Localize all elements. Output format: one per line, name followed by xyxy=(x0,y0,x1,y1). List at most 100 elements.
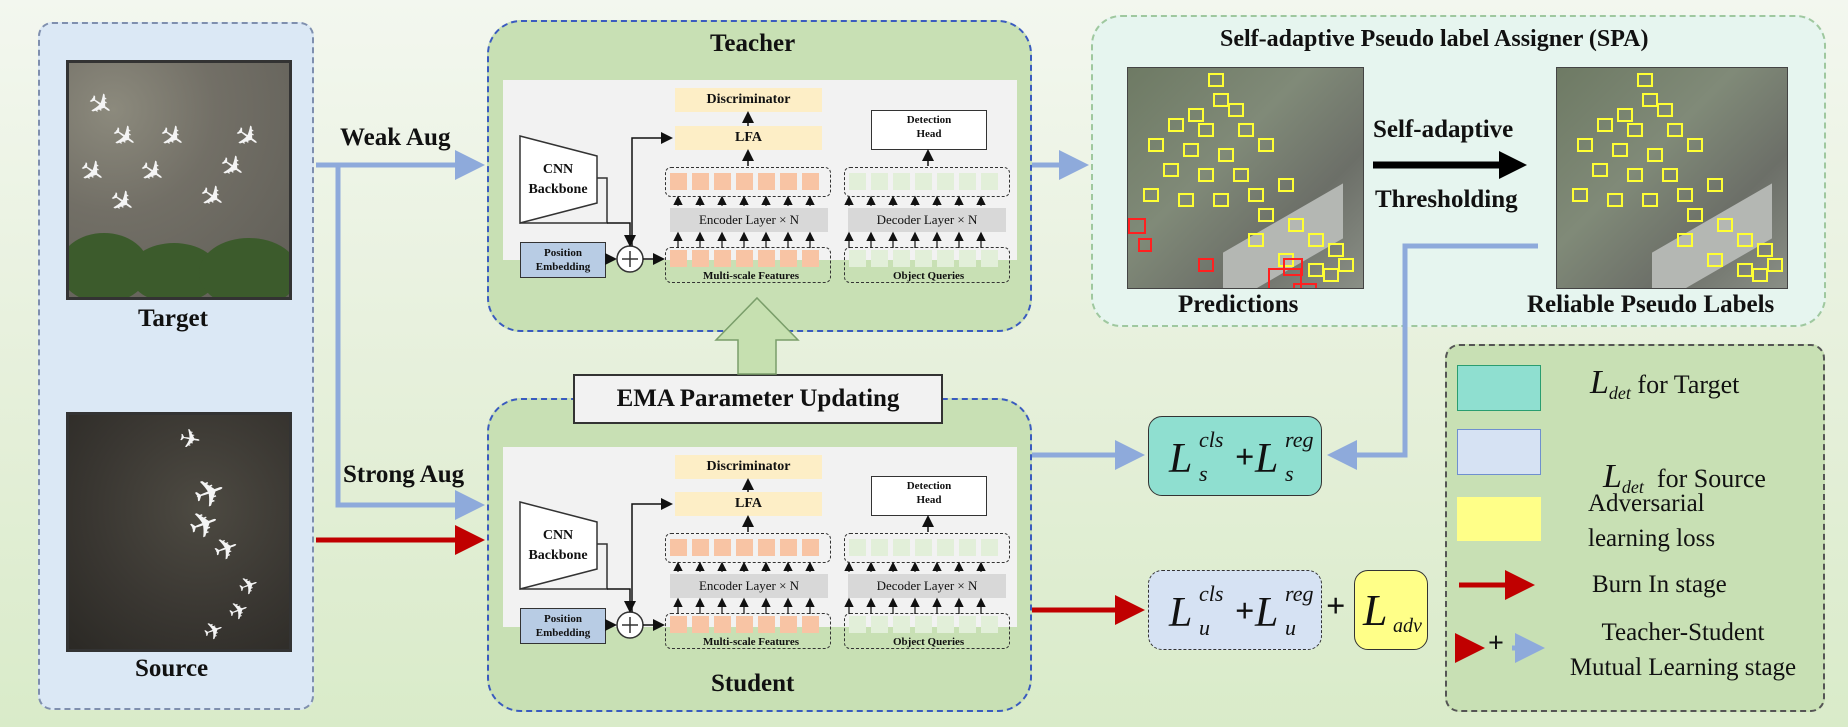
encoder-layer-block: Encoder Layer × N xyxy=(670,574,828,598)
feature-token xyxy=(758,616,775,633)
loss-superscript-cls: cls xyxy=(1199,581,1224,606)
yellow-bbox xyxy=(1627,123,1643,137)
query-token xyxy=(871,173,888,190)
feature-token xyxy=(692,616,709,633)
yellow-bbox xyxy=(1248,233,1264,247)
discriminator-block: Discriminator xyxy=(675,88,822,112)
query-token xyxy=(849,250,866,267)
feature-token xyxy=(758,539,775,556)
yellow-bbox xyxy=(1677,233,1693,247)
adversarial-loss: L adv xyxy=(1354,570,1428,650)
feature-token xyxy=(714,250,731,267)
yellow-bbox xyxy=(1278,253,1294,267)
query-token xyxy=(849,616,866,633)
position-embedding-line1: Position xyxy=(544,247,582,259)
feature-token xyxy=(802,616,819,633)
position-embedding-block: Position Embedding xyxy=(520,608,606,644)
yellow-bbox xyxy=(1278,178,1294,192)
query-token xyxy=(959,250,976,267)
feature-token xyxy=(780,539,797,556)
yellow-bbox xyxy=(1737,233,1753,247)
yellow-bbox xyxy=(1642,193,1658,207)
legend-swatch-source xyxy=(1457,429,1541,475)
feature-token xyxy=(670,173,687,190)
query-token xyxy=(893,173,910,190)
feature-token xyxy=(670,250,687,267)
query-token xyxy=(937,250,954,267)
loss-superscript-cls: cls xyxy=(1199,427,1224,452)
query-token xyxy=(937,539,954,556)
yellow-bbox xyxy=(1338,258,1354,272)
red-bbox xyxy=(1268,268,1302,288)
yellow-bbox xyxy=(1198,168,1214,182)
teacher-title: Teacher xyxy=(710,30,796,57)
yellow-bbox xyxy=(1642,93,1658,107)
loss-subscript-s: s xyxy=(1199,461,1208,486)
feature-token xyxy=(802,539,819,556)
query-token xyxy=(981,616,998,633)
feature-token xyxy=(692,250,709,267)
legend-target-label: for Target xyxy=(1630,370,1740,399)
lfa-block: LFA xyxy=(675,126,822,150)
yellow-bbox xyxy=(1627,168,1643,182)
yellow-bbox xyxy=(1328,243,1344,257)
yellow-bbox xyxy=(1323,268,1339,282)
lfa-block: LFA xyxy=(675,492,822,516)
query-token xyxy=(849,539,866,556)
legend-sub-det: det xyxy=(1608,383,1631,404)
feature-token xyxy=(714,616,731,633)
yellow-bbox xyxy=(1238,123,1254,137)
yellow-bbox xyxy=(1597,118,1613,132)
add-circle-icons xyxy=(616,245,644,639)
yellow-bbox xyxy=(1707,178,1723,192)
yellow-bbox xyxy=(1213,193,1229,207)
yellow-bbox xyxy=(1572,188,1588,202)
plus-sign: + xyxy=(1235,439,1255,476)
loss-L: L xyxy=(1169,436,1193,482)
red-bbox xyxy=(1293,283,1317,288)
yellow-bbox xyxy=(1168,118,1184,132)
query-token xyxy=(981,173,998,190)
token-arrows xyxy=(673,195,986,614)
multiscale-features-label: Multi-scale Features xyxy=(703,636,800,648)
yellow-bbox xyxy=(1752,268,1768,282)
query-token xyxy=(893,616,910,633)
encoder-layer-block: Encoder Layer × N xyxy=(670,208,828,232)
loss-L: L xyxy=(1255,436,1279,482)
loss-superscript-reg: reg xyxy=(1285,427,1314,452)
loss-L: L xyxy=(1363,586,1388,635)
feature-token xyxy=(780,250,797,267)
legend-adversarial-line1: Adversarial xyxy=(1588,490,1705,517)
legend-mutual-line2: Mutual Learning stage xyxy=(1569,654,1797,681)
multiscale-features-label: Multi-scale Features xyxy=(703,270,800,282)
query-token xyxy=(915,616,932,633)
detection-head-line2: Head xyxy=(916,494,942,506)
position-embedding-line1: Position xyxy=(544,613,582,625)
legend-mutual-text: Teacher-Student Mutual Learning stage xyxy=(1548,615,1818,685)
feature-token xyxy=(758,250,775,267)
yellow-bbox xyxy=(1288,218,1304,232)
legend-mutual-line1: Teacher-Student xyxy=(1601,619,1765,646)
discriminator-block: Discriminator xyxy=(675,455,822,479)
plus-glyphs xyxy=(622,251,638,633)
yellow-bbox xyxy=(1687,208,1703,222)
yellow-bbox xyxy=(1198,123,1214,137)
detection-head-block: Detection Head xyxy=(871,110,987,150)
feature-token xyxy=(692,539,709,556)
yellow-bbox xyxy=(1717,218,1733,232)
yellow-bbox xyxy=(1258,138,1274,152)
yellow-bbox xyxy=(1163,163,1179,177)
query-token xyxy=(937,173,954,190)
yellow-bbox xyxy=(1208,73,1224,87)
yellow-bbox xyxy=(1143,188,1159,202)
feature-token xyxy=(670,539,687,556)
cnn-backbone-shapes xyxy=(519,135,608,590)
object-queries-box xyxy=(844,613,1010,649)
legend-swatch-target xyxy=(1457,365,1541,411)
legend-target-text: Ldet for Target xyxy=(1590,364,1739,404)
loss-subscript-s: s xyxy=(1285,461,1294,486)
red-burnin-path xyxy=(316,525,1535,663)
detection-head-block: Detection Head xyxy=(871,476,987,516)
